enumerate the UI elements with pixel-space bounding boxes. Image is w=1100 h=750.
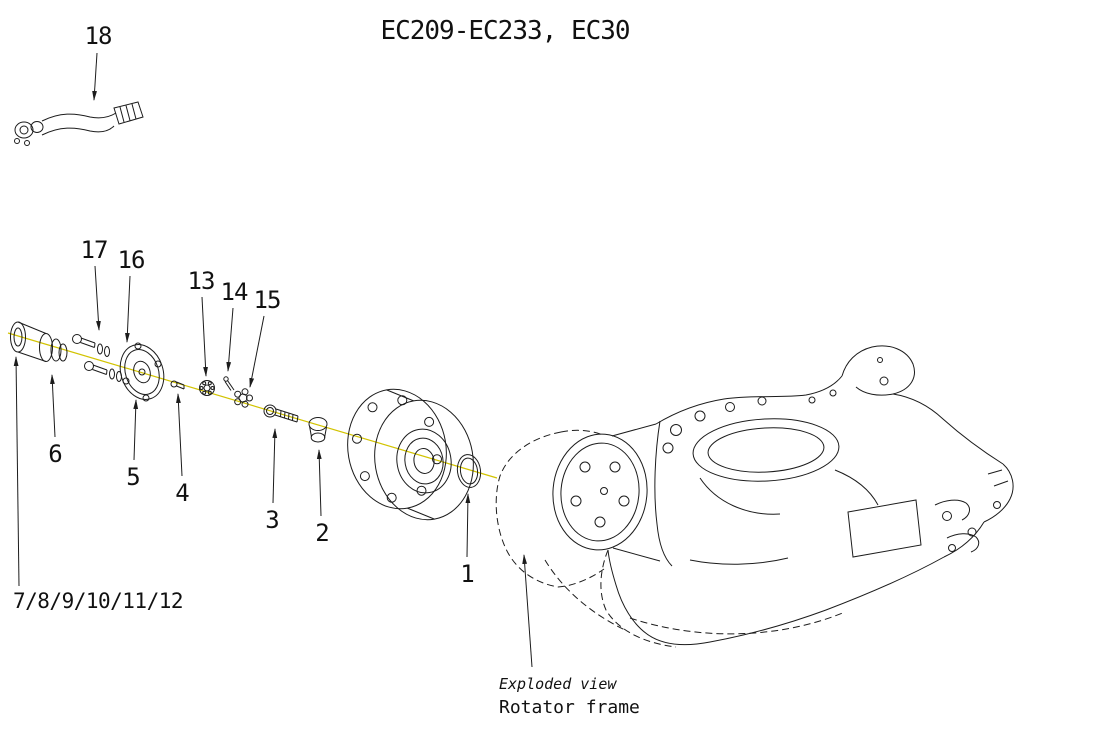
part-label-16: 16 (117, 246, 146, 274)
part-label-6: 6 (48, 440, 62, 468)
leader-group (13, 356, 20, 587)
leader-lines (13, 52, 533, 668)
rotator-frame-body (495, 345, 1014, 648)
leader-17 (94, 265, 101, 331)
part-label-13: 13 (187, 267, 216, 295)
caption-frame-name: Rotator frame (499, 697, 640, 718)
caption-exploded-view: Exploded view (499, 675, 617, 693)
leader-14 (226, 307, 234, 372)
part-label-1: 1 (460, 560, 474, 588)
bearing-flange (347, 388, 474, 521)
leader-2 (316, 449, 322, 517)
leader-15 (249, 315, 265, 388)
leader-1 (465, 493, 471, 558)
part-label-14: 14 (220, 278, 249, 306)
leader-6 (50, 374, 56, 438)
leader-4 (176, 393, 183, 477)
mounting-bolts (72, 334, 122, 382)
leader-16 (125, 275, 131, 343)
o-ring-seal (456, 454, 482, 488)
part-label-5: 5 (126, 463, 140, 491)
flange-plate (119, 342, 165, 402)
cotter-pin (223, 376, 235, 391)
leader-3 (272, 428, 278, 504)
leader-13 (201, 296, 208, 377)
diagram-title: EC209-EC233, EC30 (380, 16, 630, 46)
part-label-15: 15 (253, 286, 282, 314)
swivel-fitting (10, 321, 68, 362)
slotted-washer (199, 380, 215, 396)
leader-frame (522, 554, 533, 668)
part-label-group: 7/8/9/10/11/12 (13, 589, 184, 613)
star-washer (234, 388, 253, 408)
hose-assembly (14, 101, 144, 146)
hex-bolt (263, 404, 299, 423)
leader-18 (92, 52, 98, 101)
cap-plug (308, 417, 328, 443)
leader-5 (133, 399, 139, 461)
part-label-4: 4 (175, 479, 189, 507)
centerline-axis (7, 332, 498, 479)
part-label-18: 18 (84, 22, 113, 50)
part-label-2: 2 (315, 519, 329, 547)
part-label-3: 3 (265, 506, 279, 534)
small-screw (170, 380, 185, 390)
part-label-17: 17 (80, 236, 109, 264)
